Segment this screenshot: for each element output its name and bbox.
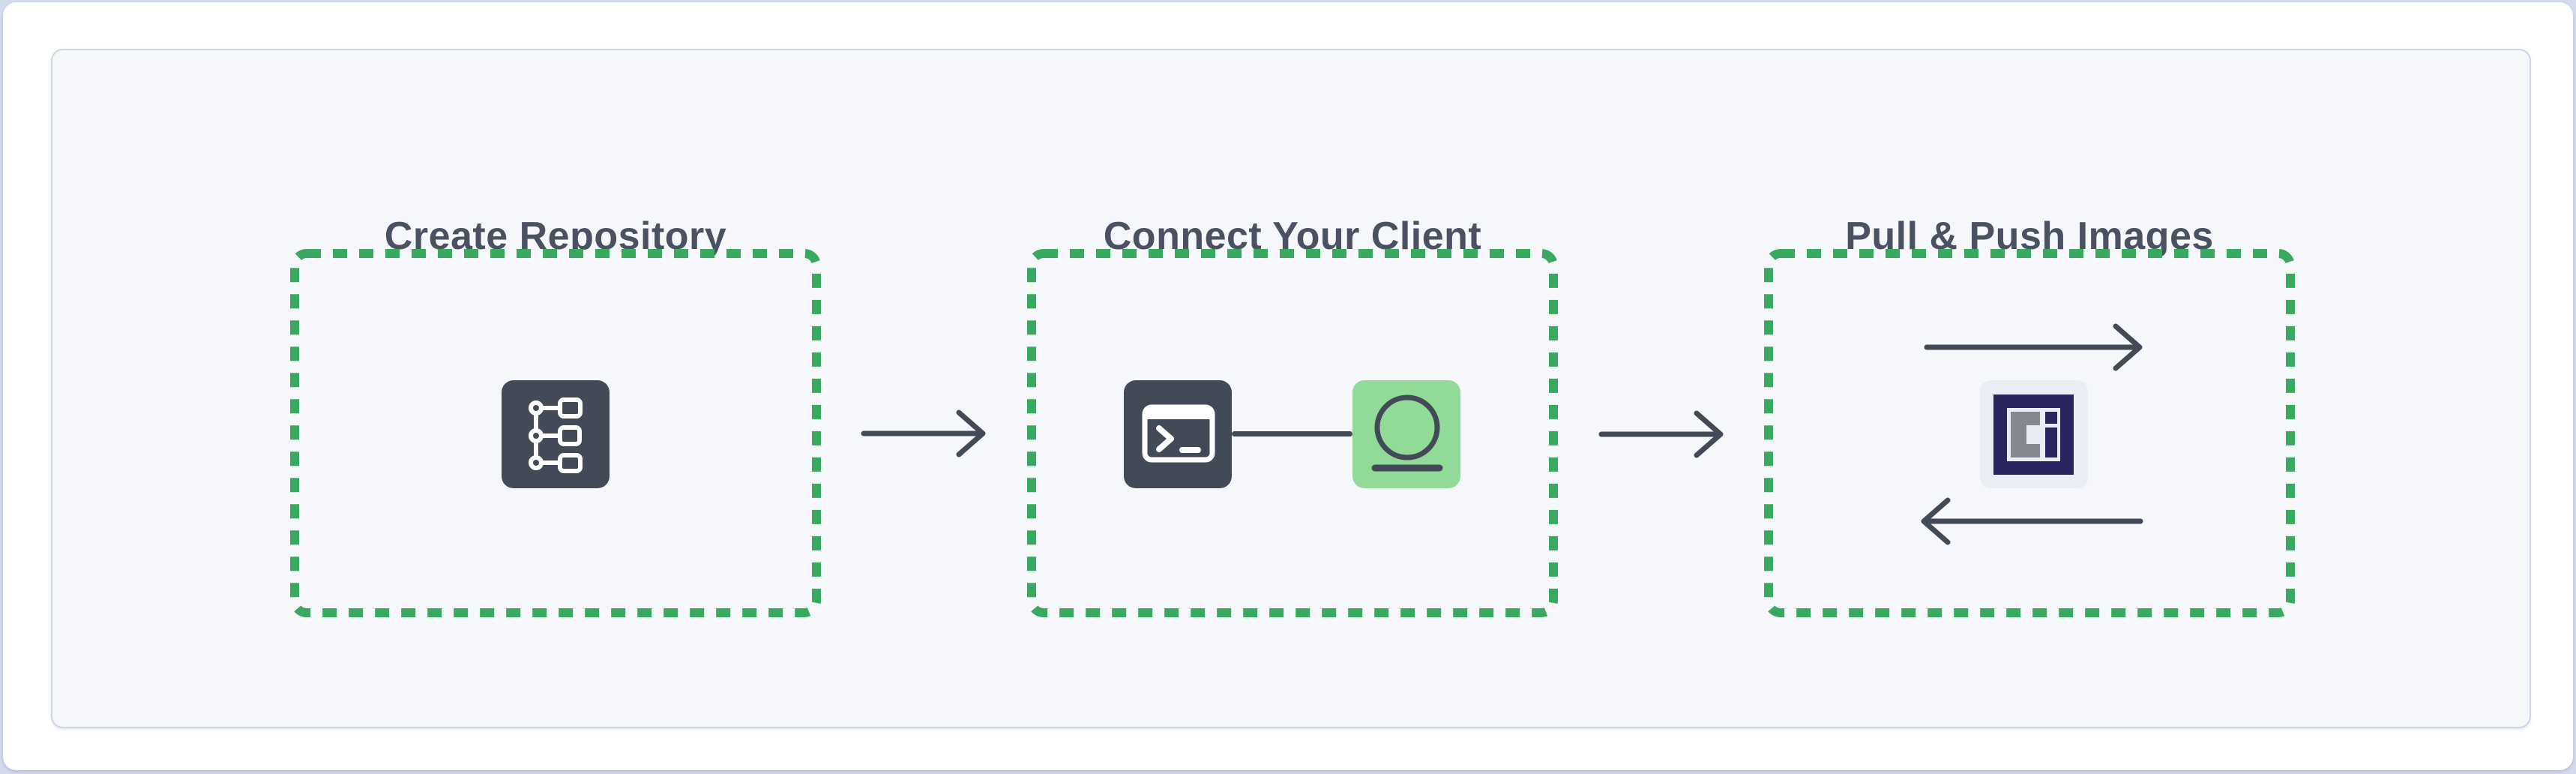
terminal-icon xyxy=(1142,404,1215,463)
repository-structure-icon xyxy=(529,398,583,473)
terminal-tile xyxy=(1124,380,1232,488)
flow-arrow-2-icon xyxy=(1598,410,1724,458)
pull-arrow-icon xyxy=(1921,497,2143,545)
dashed-box-step-1 xyxy=(290,249,821,617)
flow-arrow-1-icon xyxy=(861,410,986,458)
dashed-box-step-3 xyxy=(1764,249,2295,617)
client-circle-icon xyxy=(1371,394,1443,472)
oci-image-tile xyxy=(1980,380,2088,488)
outer-panel: Create Repository Connect Your Client Pu… xyxy=(3,2,2573,770)
oci-image-icon xyxy=(1993,394,2074,475)
push-arrow-icon xyxy=(1924,323,2143,371)
dashed-box-step-2 xyxy=(1027,249,1558,617)
workflow-diagram-card: Create Repository Connect Your Client Pu… xyxy=(51,49,2531,728)
terminal-client-connector-line xyxy=(1232,431,1352,436)
repository-tile xyxy=(502,380,610,488)
client-tile xyxy=(1352,380,1460,488)
